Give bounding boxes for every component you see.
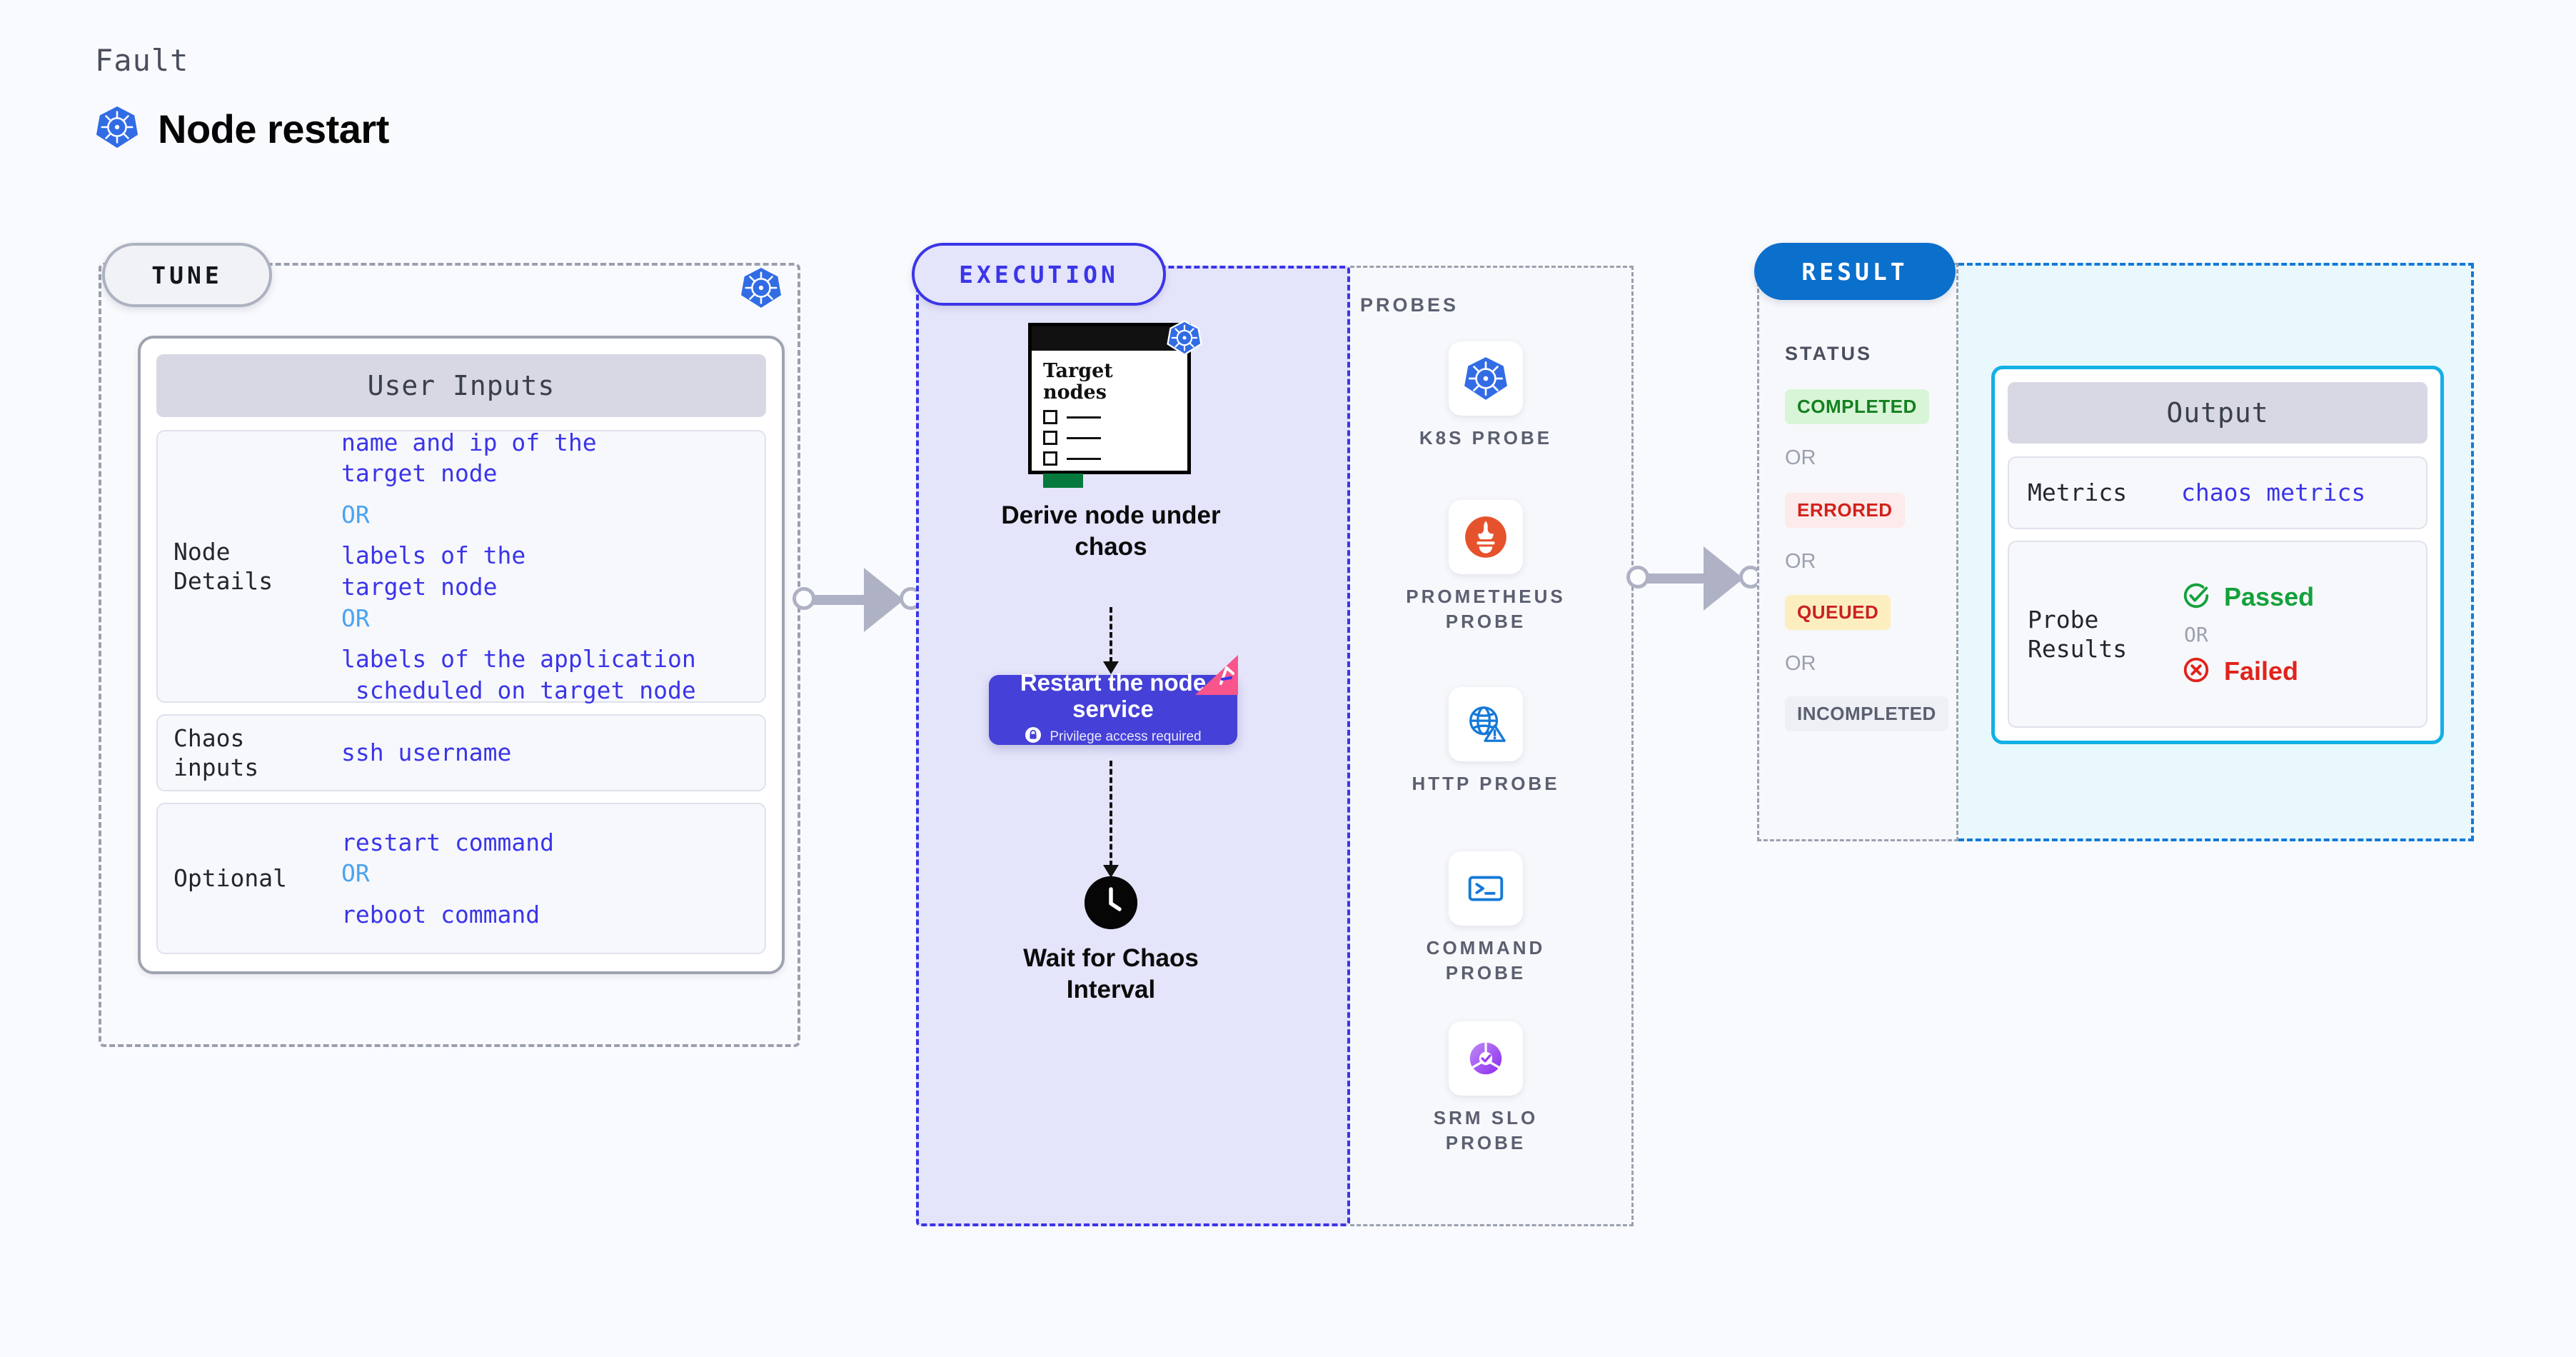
restart-step-subtitle: Privilege access required [1050,728,1202,744]
user-inputs-card: User Inputs Node Details name and ip of … [138,336,785,974]
probe-result-label: Failed [2224,656,2299,686]
node-list-item [1043,410,1187,425]
result-stage-badge: RESULT [1754,243,1956,300]
output-card-title: Output [2008,382,2427,444]
output-row-metrics: Metrics chaos metrics [2008,456,2427,529]
probe-label: K8S PROBE [1419,427,1553,449]
status-badge-errored: ERRORED [1785,493,1905,528]
kubernetes-icon [1167,320,1202,359]
result-status-panel [1757,263,1958,841]
input-row-key: Chaos inputs [173,723,259,781]
node-list-item [1043,431,1187,446]
flow-arrow [1103,761,1119,878]
status-or-label: OR [1785,550,1816,573]
status-bar [1043,474,1083,489]
kubernetes-icon [95,105,139,153]
srm-slo-icon [1449,1021,1523,1096]
checkbox-icon [1043,431,1057,446]
probe-result-label: Passed [2224,582,2315,611]
status-or-label: OR [1785,446,1816,469]
probes-title: PROBES [1360,294,1459,316]
connector-execution-to-result [1626,546,1762,611]
input-row-chaos-inputs: Chaos inputs ssh username [156,714,766,791]
output-row-value: Passed OR Failed [2181,581,2314,688]
check-circle-icon [2181,581,2211,614]
input-row-optional: Optional restart command OR reboot comma… [156,803,766,954]
probe-result-passed: Passed [2181,581,2314,614]
flow-arrow [1103,607,1119,674]
card-titlebar [1032,326,1187,351]
probe-label: HTTP PROBE [1412,773,1560,794]
node-list-item [1043,451,1187,466]
input-row-values: restart command OR reboot command [341,828,555,928]
checkbox-icon [1043,451,1057,466]
page-title: Node restart [158,106,389,151]
input-row-values: ssh username [341,738,512,767]
status-badge-queued: QUEUED [1785,595,1891,630]
kubernetes-icon [1449,341,1523,416]
connector-tune-to-execution [793,568,922,632]
checkbox-icon [1043,410,1057,425]
globe-warning-icon [1449,687,1523,761]
output-row-value: chaos metrics [2181,479,2366,507]
clock-icon [1085,876,1137,929]
output-row-key: Metrics [2028,479,2128,507]
probe-result-or-label: OR [2184,622,2208,646]
status-title: STATUS [1785,343,1872,364]
tune-stage-badge: TUNE [102,243,272,307]
execution-stage-badge: EXECUTION [912,243,1166,306]
lock-icon [1025,726,1042,747]
user-inputs-card-title: User Inputs [156,354,766,417]
input-row-key: Node Details [173,537,273,595]
probe-result-failed: Failed [2181,655,2314,688]
kubernetes-icon [739,266,783,314]
probe-item-http[interactable]: HTTP PROBE [1393,687,1579,796]
status-badge-incompleted: INCOMPLETED [1785,696,1948,731]
page-eyebrow: Fault [95,43,189,78]
status-or-label: OR [1785,652,1816,675]
terminal-icon [1449,851,1523,926]
input-row-key: Optional [173,864,287,893]
probe-item-k8s[interactable]: K8S PROBE [1393,341,1579,451]
status-badge-completed: COMPLETED [1785,389,1929,424]
x-circle-icon [2181,655,2211,688]
prometheus-icon [1449,500,1523,574]
chaos-ribbon-icon [1195,655,1238,695]
page-header: Fault Node restart [95,43,389,153]
tune-panel [99,263,800,1047]
